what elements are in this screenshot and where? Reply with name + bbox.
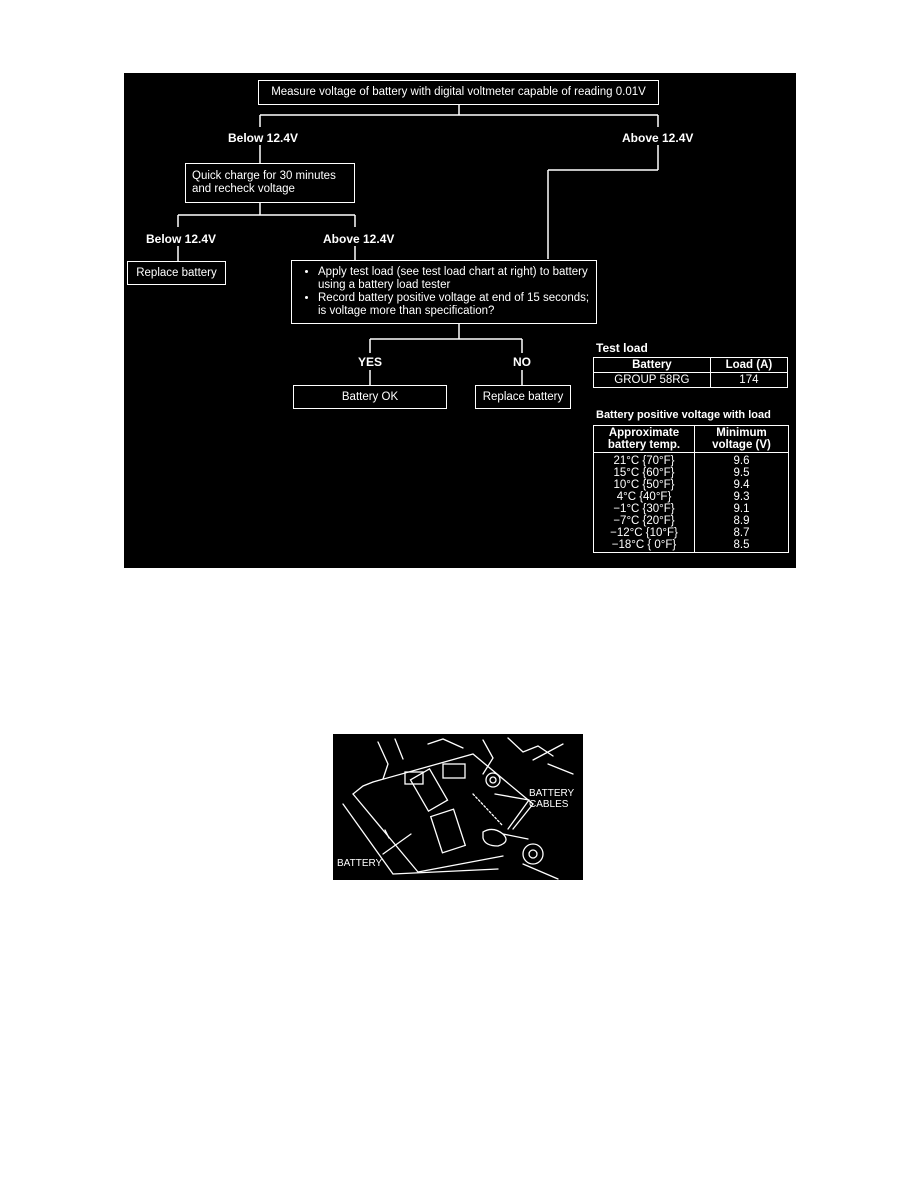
yes-label: YES (358, 355, 383, 369)
battery-cables-label-line-2: CABLES (529, 799, 569, 810)
test-load-battery-cell: GROUP 58RG (593, 372, 711, 388)
no-label: NO (513, 355, 531, 369)
branch-below-label: Below 12.4V (228, 131, 299, 145)
replace-battery-text-1: Replace battery (136, 266, 217, 279)
volt-cell: 8.9 (733, 515, 750, 527)
voltage-header-temp-line-2: battery temp. (607, 439, 681, 451)
temp-cell: 4°C {40°F} (616, 491, 672, 503)
temp-cell: 21°C {70°F} (613, 455, 675, 467)
quick-charge-box: Quick charge for 30 minutes and recheck … (185, 163, 355, 203)
branch2-above-label: Above 12.4V (323, 232, 395, 246)
volt-cell: 9.6 (733, 455, 750, 467)
table-row: 21°C {70°F} 15°C {60°F} 10°C {50°F} 4°C … (593, 452, 789, 553)
battery-engine-bay-drawing (342, 737, 574, 880)
branch2-below-label: Below 12.4V (146, 232, 217, 246)
test-load-title: Test load (596, 341, 648, 355)
quick-charge-line-2: and recheck voltage (192, 183, 295, 195)
voltage-header-temp: Approximate battery temp. (593, 425, 695, 453)
test-load-table: Battery Load (A) GROUP 58RG 174 (593, 357, 789, 388)
voltage-table: Approximate battery temp. Minimum voltag… (593, 425, 789, 553)
voltage-header-volt-line-1: Minimum (716, 427, 767, 439)
voltage-header-temp-line-1: Approximate (608, 427, 680, 439)
replace-battery-text-2: Replace battery (482, 390, 564, 403)
test-load-header-load: Load (A) (709, 357, 789, 373)
battery-ok-text: Battery OK (341, 390, 399, 403)
volt-cell: 9.1 (733, 503, 750, 515)
battery-test-flowchart: Measure voltage of battery with digital … (124, 73, 796, 568)
volt-cell: 8.5 (733, 539, 750, 551)
battery-label: BATTERY (337, 858, 383, 869)
branch-above-label: Above 12.4V (622, 131, 694, 145)
start-step-text: Measure voltage of battery with digital … (271, 86, 646, 98)
volt-cell: 9.5 (733, 467, 750, 479)
test-load-header-row: Battery Load (A) (593, 357, 789, 373)
voltage-table-title: Battery positive voltage with load (596, 409, 771, 421)
table-row: GROUP 58RG 174 (593, 372, 789, 388)
voltage-volt-column: 9.6 9.5 9.4 9.3 9.1 8.9 8.7 8.5 (694, 452, 789, 553)
test-load-step-box: Apply test load (see test load chart at … (291, 260, 597, 324)
battery-ok-box: Battery OK (293, 385, 447, 409)
volt-cell: 9.3 (733, 491, 750, 503)
replace-battery-box-2: Replace battery (475, 385, 571, 409)
test-step-list: Apply test load (see test load chart at … (298, 266, 590, 318)
quick-charge-line-1: Quick charge for 30 minutes (192, 170, 336, 182)
battery-cables-label: BATTERY CABLES (529, 788, 574, 810)
voltage-header-volt-line-2: voltage (V) (712, 439, 771, 451)
voltage-header-row: Approximate battery temp. Minimum voltag… (593, 425, 789, 453)
test-step-2: Record battery positive voltage at end o… (318, 292, 590, 318)
temp-cell: −7°C {20°F} (613, 515, 675, 527)
temp-cell: 15°C {60°F} (613, 467, 675, 479)
temp-cell: −12°C {10°F} (610, 527, 678, 539)
test-load-header-battery: Battery (593, 357, 711, 373)
volt-cell: 8.7 (733, 527, 750, 539)
temp-cell: 10°C {50°F} (613, 479, 675, 491)
voltage-temp-column: 21°C {70°F} 15°C {60°F} 10°C {50°F} 4°C … (593, 452, 695, 553)
battery-location-illustration: BATTERY CABLES BATTERY (333, 734, 583, 880)
start-step-box: Measure voltage of battery with digital … (258, 80, 659, 105)
volt-cell: 9.4 (733, 479, 750, 491)
temp-cell: −1°C {30°F} (613, 503, 675, 515)
battery-cables-label-line-1: BATTERY (529, 788, 575, 799)
test-load-load-cell: 174 (709, 372, 789, 388)
replace-battery-box-1: Replace battery (127, 261, 226, 285)
voltage-header-volt: Minimum voltage (V) (694, 425, 789, 453)
temp-cell: −18°C { 0°F} (611, 539, 677, 551)
test-step-1: Apply test load (see test load chart at … (318, 266, 590, 292)
flowchart-connectors (177, 104, 659, 385)
